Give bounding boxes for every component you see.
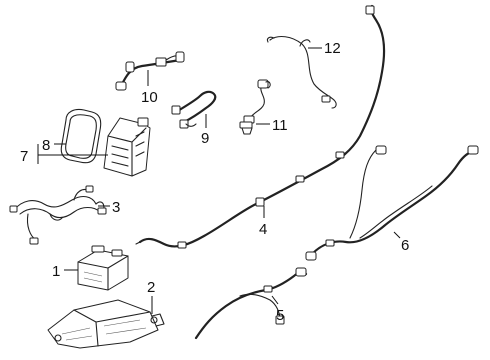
part-11-oxygen-sensor <box>239 79 271 135</box>
callout-11: 11 <box>272 117 288 134</box>
callout-2: 2 <box>147 279 155 296</box>
callout-7: 7 <box>20 148 28 165</box>
part-9-bent-tube <box>171 90 217 129</box>
callout-3: 3 <box>112 199 120 216</box>
part-8-gasket <box>60 108 102 164</box>
leader-5 <box>271 295 279 305</box>
part-3-wiring-harness <box>9 185 107 245</box>
part-2-mounting-bracket <box>47 299 165 349</box>
part-5-lower-line <box>194 267 308 340</box>
callout-12: 12 <box>324 40 341 57</box>
callout-5: 5 <box>276 307 284 324</box>
part-6-fuel-line-set <box>305 145 479 261</box>
part-10-connector-line <box>115 51 185 91</box>
callout-6: 6 <box>401 237 409 254</box>
callout-9: 9 <box>201 130 209 147</box>
callout-8: 8 <box>42 137 50 154</box>
callout-1: 1 <box>52 263 60 280</box>
part-12-sensor-harness <box>266 35 337 109</box>
part-4-long-line <box>135 4 386 249</box>
leader-6 <box>393 231 401 239</box>
callout-4: 4 <box>259 221 267 238</box>
part-7-control-module <box>103 117 151 177</box>
callout-10: 10 <box>141 89 158 106</box>
part-1-canister <box>77 245 129 291</box>
